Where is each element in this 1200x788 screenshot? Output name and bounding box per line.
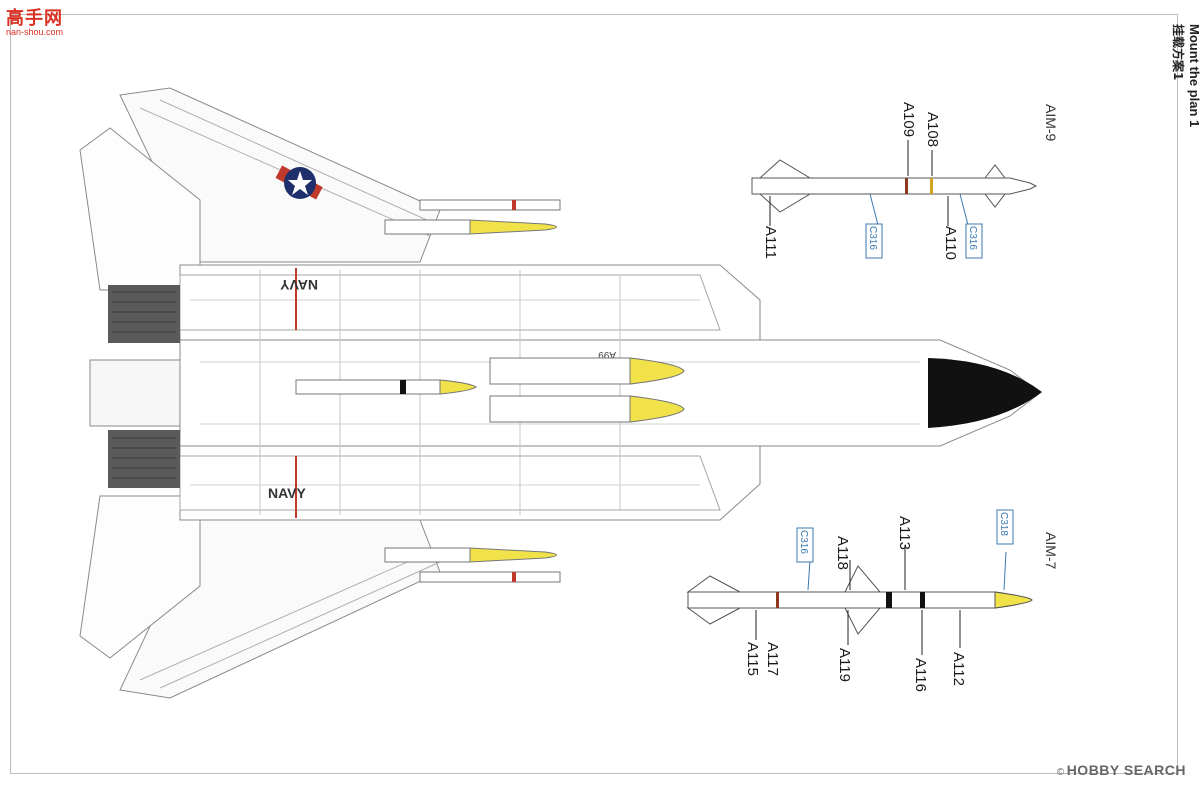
aim7-label-a112: A112 [950, 652, 967, 686]
aim9-label-a109: A109 [900, 102, 917, 137]
site-url-watermark: nan-shou.com [6, 27, 64, 37]
engine-exhaust-upper [108, 285, 180, 343]
aim9-label-a111: A111 [762, 226, 779, 259]
aim9-title: AIM-9 [1043, 104, 1059, 142]
aim9-color-c316-b: C316 [967, 226, 978, 250]
aim7-color-box-2 [996, 509, 1014, 545]
aim7-label-a115: A115 [744, 642, 761, 676]
aim7-color-c316: C316 [798, 530, 809, 554]
radome-nosecone [928, 358, 1042, 428]
fuselage-missiles [295, 357, 685, 423]
bureau-tag: A99 [598, 349, 616, 360]
aim9-color-box-1 [865, 223, 883, 259]
aim7-label-a117: A117 [764, 642, 781, 676]
site-watermark: 高手网 [6, 8, 63, 29]
aim9-label-a110: A110 [942, 226, 959, 260]
national-insignia-icon [275, 165, 323, 200]
aim7-detail [686, 545, 1033, 655]
wing-missile-upper [384, 199, 561, 235]
engine-exhaust-lower [108, 430, 180, 488]
aim9-label-a108: A108 [924, 112, 941, 147]
aim7-label-a116: A116 [912, 658, 929, 692]
navy-marking-lower: NAVY [268, 485, 307, 501]
aim7-color-c318: C318 [998, 512, 1009, 536]
aim7-label-a119: A119 [836, 648, 853, 682]
hobby-search-watermark: ©HOBBY SEARCH [1056, 762, 1186, 778]
aim7-label-a113: A113 [896, 516, 913, 550]
wing-missile-lower [384, 547, 561, 583]
aircraft-planform [79, 87, 1041, 699]
aim7-title: AIM-7 [1043, 532, 1059, 570]
aim9-detail [751, 140, 1038, 226]
aim7-label-a118: A118 [834, 536, 851, 570]
aim9-color-box-2 [965, 223, 983, 259]
navy-marking-upper: NAVY [279, 277, 318, 293]
exhaust-detail [112, 291, 176, 479]
aim7-color-box-1 [796, 527, 814, 563]
aim9-color-c316-a: C316 [867, 226, 878, 250]
